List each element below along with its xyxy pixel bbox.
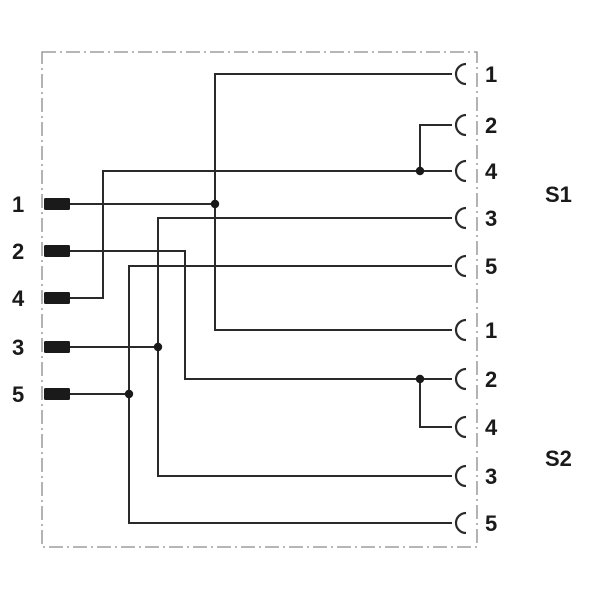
- bridge-s1-2-4: [419, 124, 452, 171]
- wire-s1-1: [214, 73, 452, 204]
- plug-contact-icon: [44, 292, 70, 304]
- socket-contact-icon: [454, 159, 467, 183]
- junction-dot: [124, 389, 134, 399]
- wire-s2-5: [128, 394, 452, 524]
- plug-contact-icon: [44, 245, 70, 257]
- right-socket-contacts: [454, 62, 467, 535]
- socket-contact-icon: [454, 415, 467, 439]
- s1-pin-label: 2: [485, 113, 497, 138]
- s1-pin-label: 3: [485, 206, 497, 231]
- wire-s2-3: [157, 347, 452, 477]
- left-pin-label: 4: [12, 286, 25, 311]
- wires: [70, 73, 452, 524]
- socket-contact-icon: [454, 318, 467, 342]
- wire-pin-4: [70, 170, 452, 299]
- socket-contact-icon: [454, 464, 467, 488]
- junction-dot: [415, 166, 425, 176]
- s1-pin-labels: 1 2 4 3 5: [485, 62, 498, 279]
- junction-dot: [415, 374, 425, 384]
- wire-s1-3: [157, 217, 452, 347]
- bridge-s2-2-4: [419, 379, 452, 428]
- s2-pin-label: 5: [485, 511, 497, 536]
- housing-outline: [41, 51, 478, 548]
- junction-dots: [124, 166, 425, 399]
- plug-contact-icon: [44, 341, 70, 353]
- socket-contact-icon: [454, 511, 467, 535]
- group-label-s1: S1: [545, 182, 572, 207]
- left-pin-label: 2: [12, 239, 24, 264]
- socket-contact-icon: [454, 113, 467, 137]
- socket-contact-icon: [454, 206, 467, 230]
- socket-contact-icon: [454, 254, 467, 278]
- s2-pin-label: 3: [485, 464, 497, 489]
- s2-pin-label: 2: [485, 367, 497, 392]
- s2-pin-labels: 1 2 4 3 5: [485, 318, 498, 536]
- s1-pin-label: 4: [485, 159, 498, 184]
- s1-pin-label: 5: [485, 254, 497, 279]
- wire-s2-1: [214, 204, 452, 331]
- plug-contact-icon: [44, 388, 70, 400]
- left-plug-contacts: [44, 198, 70, 400]
- junction-dot: [210, 199, 220, 209]
- s1-pin-label: 1: [485, 62, 497, 87]
- wire-s1-5: [128, 265, 452, 394]
- socket-contact-icon: [454, 367, 467, 391]
- junction-dot: [153, 342, 163, 352]
- s2-pin-label: 4: [485, 415, 498, 440]
- left-pin-label: 5: [12, 382, 24, 407]
- left-pin-label: 1: [12, 192, 24, 217]
- plug-contact-icon: [44, 198, 70, 210]
- left-pin-label: 3: [12, 335, 24, 360]
- left-pin-labels: 1 2 4 3 5: [12, 192, 25, 407]
- s2-pin-label: 1: [485, 318, 497, 343]
- socket-contact-icon: [454, 62, 467, 86]
- group-label-s2: S2: [545, 446, 572, 471]
- wire-pin-2: [70, 250, 452, 380]
